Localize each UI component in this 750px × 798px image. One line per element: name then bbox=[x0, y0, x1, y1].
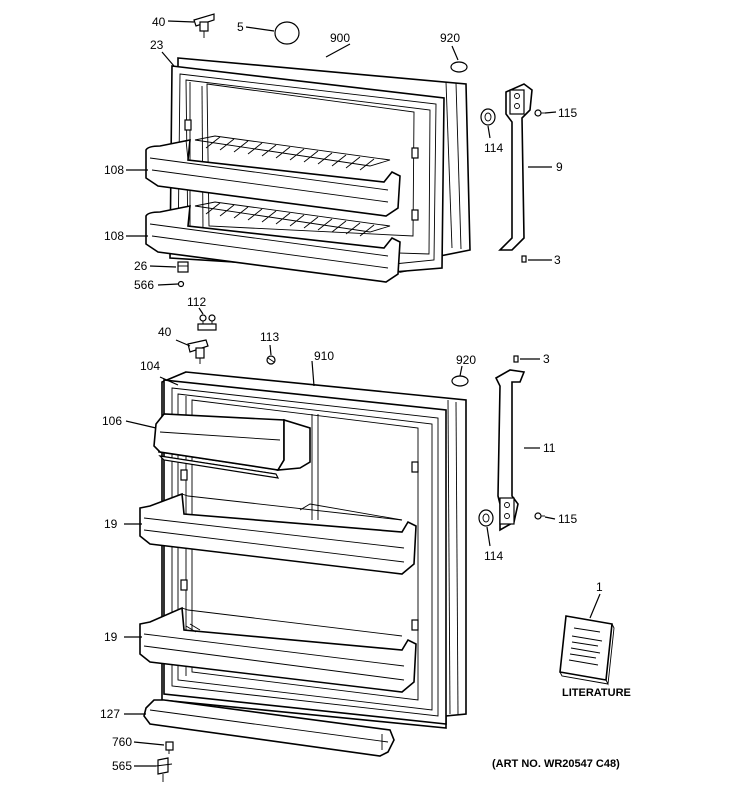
callout-900: 900 bbox=[330, 31, 350, 45]
hinge-pin-icon bbox=[193, 13, 215, 38]
literature-label: LITERATURE bbox=[562, 687, 631, 699]
callout-40: 40 bbox=[158, 325, 172, 339]
art-number: (ART NO. WR20547 C48) bbox=[492, 758, 620, 770]
callout-104: 104 bbox=[140, 359, 160, 373]
callout-112: 112 bbox=[187, 295, 206, 309]
callout-910: 910 bbox=[314, 349, 334, 363]
freezer-handle-icon bbox=[498, 83, 533, 251]
freezer-door-small-parts bbox=[177, 13, 545, 288]
fresh-food-door bbox=[139, 371, 467, 757]
callout-565: 565 bbox=[112, 759, 132, 773]
plug-icon bbox=[274, 21, 300, 45]
plug-icon bbox=[451, 375, 469, 387]
literature-booklet-icon bbox=[559, 615, 615, 686]
door-stop-icon bbox=[177, 261, 189, 273]
hinge-icon bbox=[155, 757, 173, 782]
door-bin-upper bbox=[139, 492, 417, 575]
freezer-door bbox=[145, 57, 471, 283]
bushing-icon bbox=[480, 108, 496, 126]
callout-127: 127 bbox=[100, 707, 120, 721]
callout-115: 115 bbox=[558, 106, 577, 120]
screw-icon bbox=[266, 355, 276, 365]
callout-115: 115 bbox=[558, 512, 577, 526]
callout-3: 3 bbox=[543, 352, 550, 366]
callout-113: 113 bbox=[260, 330, 279, 344]
callout-labels: 40 5 900 920 23 115 114 9 108 108 3 26 5… bbox=[100, 15, 631, 773]
callout-108: 108 bbox=[104, 163, 124, 177]
callout-106: 106 bbox=[102, 414, 122, 428]
fresh-food-small-parts bbox=[155, 314, 615, 782]
bushing-icon bbox=[478, 509, 494, 527]
screw-icon bbox=[197, 314, 217, 331]
callout-40: 40 bbox=[152, 15, 166, 29]
screw-icon bbox=[521, 255, 527, 263]
screw-icon bbox=[513, 355, 519, 363]
callout-19: 19 bbox=[104, 630, 118, 644]
callout-3: 3 bbox=[554, 253, 561, 267]
callout-23: 23 bbox=[150, 38, 164, 52]
callout-566: 566 bbox=[134, 278, 154, 292]
bottom-trim bbox=[143, 699, 395, 757]
screw-icon bbox=[534, 512, 545, 520]
callout-114: 114 bbox=[484, 549, 503, 563]
door-bin-lower bbox=[139, 606, 417, 693]
callout-920: 920 bbox=[456, 353, 476, 367]
callout-114: 114 bbox=[484, 141, 503, 155]
fresh-food-handle-icon bbox=[494, 369, 526, 532]
callout-11: 11 bbox=[543, 441, 556, 455]
plug-icon bbox=[450, 61, 468, 73]
callout-108: 108 bbox=[104, 229, 124, 243]
screw-icon bbox=[177, 280, 185, 288]
callout-19: 19 bbox=[104, 517, 118, 531]
screw-icon bbox=[534, 109, 545, 117]
callout-5: 5 bbox=[237, 20, 244, 34]
callout-9: 9 bbox=[556, 160, 563, 174]
screw-icon bbox=[165, 741, 174, 754]
dairy-compartment bbox=[153, 413, 311, 479]
callout-920: 920 bbox=[440, 31, 460, 45]
callout-1: 1 bbox=[596, 580, 603, 594]
callout-760: 760 bbox=[112, 735, 132, 749]
hinge-pin-icon bbox=[187, 339, 209, 364]
callout-26: 26 bbox=[134, 259, 148, 273]
leader-lines bbox=[124, 20, 601, 767]
